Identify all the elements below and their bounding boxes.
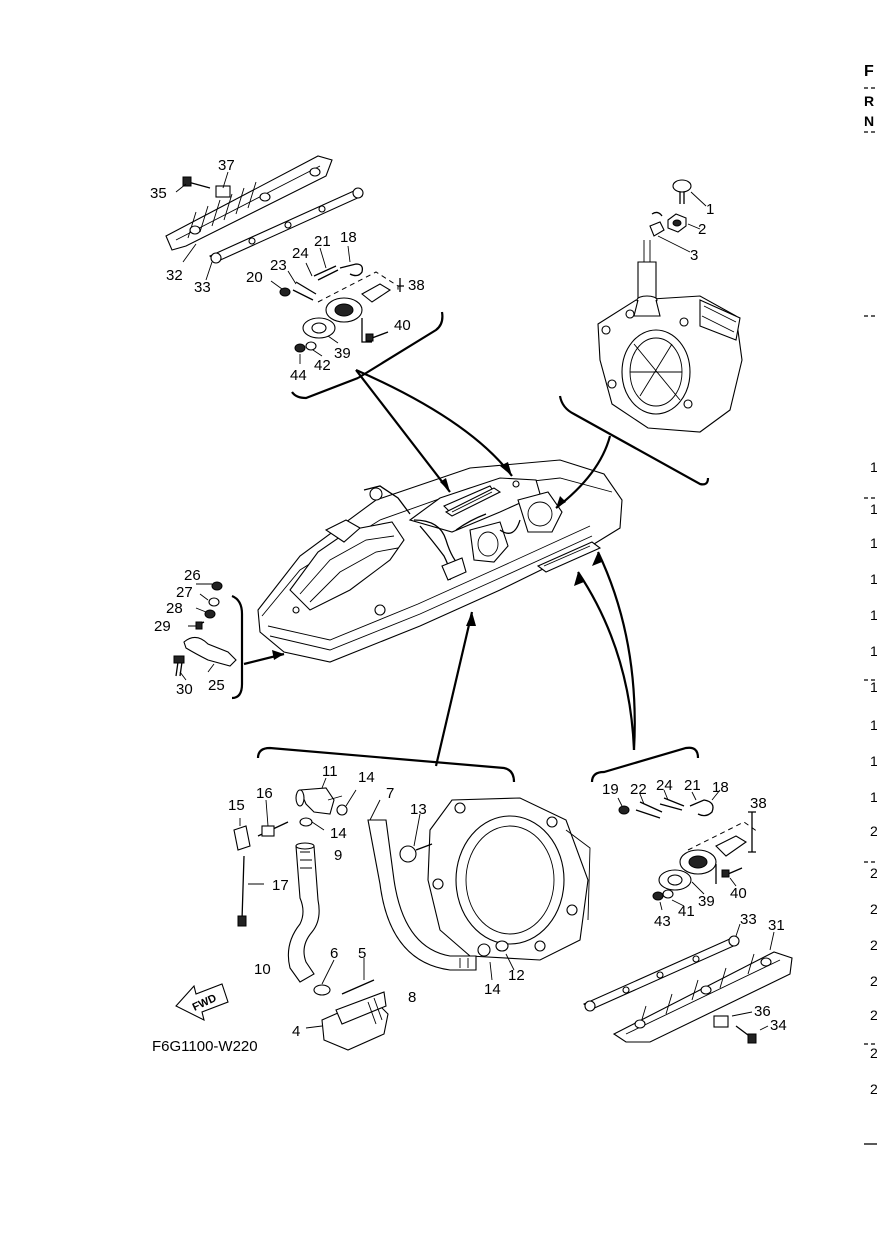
callout-17: 17 [272,877,289,894]
callout-24: 24 [292,245,309,262]
edge-number: 1 [870,607,877,623]
callout-3: 3 [690,247,698,264]
callout-42: 42 [314,357,331,374]
fwd-arrow [175,983,229,1022]
group-bracket-bottom-right [590,746,700,783]
callout-40: 40 [394,317,411,334]
edge-letter-n: N [864,113,874,129]
callout-14: 14 [358,769,375,786]
edge-number: 2 [870,973,877,989]
left-bracket-group [173,581,244,700]
top-left-sponson-group [165,155,444,400]
callout-15: 15 [228,797,245,814]
callout-6: 6 [330,945,338,962]
callout-11: 11 [322,763,338,780]
callout-29: 29 [154,618,171,635]
callout-13: 13 [410,801,427,818]
callout-37: 37 [218,157,235,174]
edge-number: 2 [870,823,877,839]
group-bracket-top-left [291,311,444,400]
callout-27: 27 [176,584,193,601]
edge-number: 1 [870,753,877,769]
callout-8: 8 [408,989,416,1006]
callout-21: 21 [684,777,701,794]
edge-number: 1 [870,679,877,695]
callout-2: 2 [698,221,706,238]
edge-number: 1 [870,643,877,659]
callout-22: 22 [630,781,647,798]
callout-14: 14 [484,981,501,998]
callout-34: 34 [770,1017,787,1034]
callout-30: 30 [176,681,193,698]
edge-letter-r: R [864,93,874,109]
callout-18: 18 [712,779,729,796]
callout-43: 43 [654,913,671,930]
callout-12: 12 [508,967,525,984]
edge-number: 2 [870,1081,877,1097]
callout-24: 24 [656,777,673,794]
callout-33: 33 [194,279,211,296]
callout-35: 35 [150,185,167,202]
edge-number: 2 [870,865,877,881]
callout-31: 31 [768,917,785,934]
callout-19: 19 [602,781,619,798]
bracket-25 [183,636,237,667]
adjacent-page-edge: FRN 1 1 1 1 1 1 1 1 1 1 2 2 2 2 2 2 2 2 [864,63,877,1145]
callout-16: 16 [256,785,273,802]
top-right-pump-group [558,179,743,486]
group-bracket-top-right [558,395,710,486]
callout-labels: 1234567891011121314141415161718181920212… [150,157,787,1040]
leader-arrows [243,368,636,767]
callout-23: 23 [270,257,287,274]
callout-14: 14 [330,825,347,842]
hose-10 [287,845,320,983]
edge-number: 1 [870,717,877,733]
callout-40: 40 [730,885,747,902]
edge-number: 2 [870,1007,877,1023]
callout-28: 28 [166,600,183,617]
group-bracket-bottom-left [256,746,516,783]
edge-letter-f: F [864,63,874,80]
edge-number: 2 [870,937,877,953]
edge-number: 2 [870,1045,877,1061]
callout-44: 44 [290,367,307,384]
hose-8 [367,819,477,971]
bottom-right-sponson-group [583,746,793,1044]
edge-number: 1 [870,789,877,805]
callout-36: 36 [754,1003,771,1020]
callout-39: 39 [698,893,715,910]
bottom-left-hose-group [175,746,591,1051]
callout-5: 5 [358,945,366,962]
callout-4: 4 [292,1023,300,1040]
watercraft-hull [257,459,623,663]
callout-38: 38 [408,277,425,294]
edge-number: 1 [870,535,877,551]
callout-25: 25 [208,677,225,694]
callout-39: 39 [334,345,351,362]
callout-9: 9 [334,847,342,864]
callout-33: 33 [740,911,757,928]
callout-20: 20 [246,269,263,286]
diagram-code: F6G1100-W220 [152,1038,258,1055]
callout-26: 26 [184,567,201,584]
group-bracket-left [231,594,244,700]
edge-number: 1 [870,571,877,587]
callout-10: 10 [254,961,271,978]
edge-number: 2 [870,901,877,917]
callout-7: 7 [386,785,394,802]
edge-number: 1 [870,459,877,475]
callout-1: 1 [706,201,714,218]
edge-number: 1 [870,501,877,517]
callout-21: 21 [314,233,331,250]
callout-32: 32 [166,267,183,284]
callout-18: 18 [340,229,357,246]
sponson-left [165,155,333,251]
callout-38: 38 [750,795,767,812]
callout-41: 41 [678,903,695,920]
